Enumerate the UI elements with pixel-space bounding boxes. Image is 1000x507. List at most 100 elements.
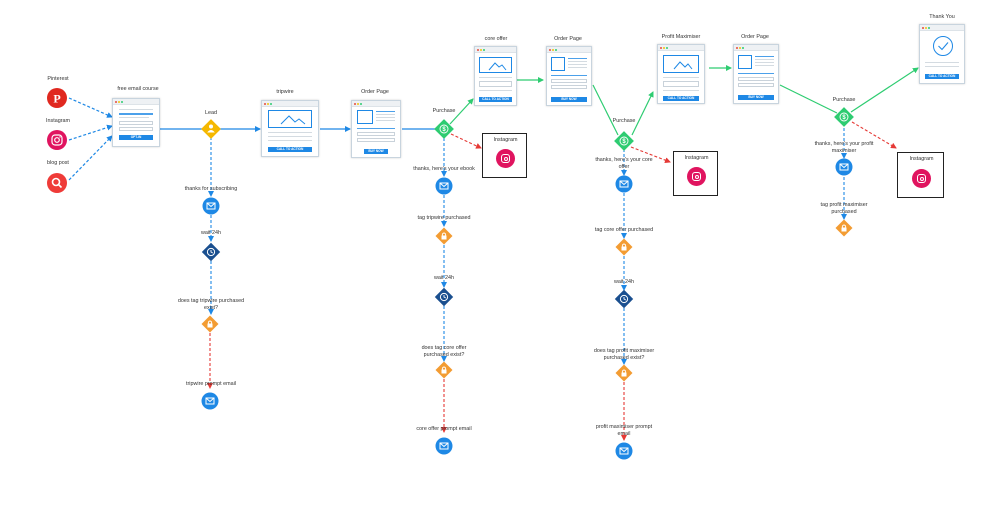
clock-icon: [439, 292, 449, 302]
p1-email-1-node[interactable]: [435, 177, 453, 195]
instagram-retarget-card-3[interactable]: Instagram: [897, 152, 944, 198]
retarget-edges: [207, 121, 897, 441]
envelope-icon: [439, 442, 449, 450]
order-page-3[interactable]: BUY NOW: [733, 44, 779, 104]
order-page-1[interactable]: BUY NOW: [351, 100, 401, 158]
pinterest-label: Pinterest: [47, 76, 69, 82]
lead-wait-label: wait 24h: [200, 230, 222, 236]
product-image-icon: [738, 55, 752, 69]
p1-condition-node[interactable]: [435, 361, 453, 379]
lead-wait-node[interactable]: [201, 242, 221, 262]
instagram-retarget-card-1[interactable]: Instagram: [482, 133, 527, 178]
order-page-3-title: Order Page: [741, 34, 769, 40]
core-offer-page[interactable]: CALL TO ACTION: [474, 46, 517, 106]
call-to-action-button[interactable]: CALL TO ACTION: [479, 97, 512, 102]
lock-icon: [621, 243, 627, 251]
p1-tag-node[interactable]: [435, 227, 453, 245]
instagram-retarget-label: Instagram: [684, 155, 709, 161]
p3-tag-label: tag profit maximiser purchased: [820, 202, 868, 215]
lead-node[interactable]: [201, 119, 221, 139]
p3-email-1-node[interactable]: [835, 158, 853, 176]
browser-bar: [113, 99, 159, 105]
order-page-1-title: Order Page: [361, 89, 389, 95]
instagram-icon: [687, 167, 706, 186]
sequence-edges: [208, 123, 847, 365]
dollar-icon: $: [842, 115, 846, 121]
person-icon: [207, 124, 215, 133]
browser-bar: [658, 45, 704, 51]
call-to-action-button[interactable]: CALL TO ACTION: [663, 96, 699, 101]
instagram-source[interactable]: [47, 130, 67, 150]
purchase-flow-edges: [449, 65, 919, 136]
envelope-icon: [206, 202, 216, 210]
opt-in-button[interactable]: OPT-IN: [119, 135, 153, 140]
tripwire-page[interactable]: CALL TO ACTION: [261, 100, 319, 157]
p1-email-2-node[interactable]: [435, 437, 453, 455]
instagram-retarget-label: Instagram: [909, 156, 934, 162]
thank-you-page[interactable]: CALL TO ACTION: [919, 24, 965, 84]
p1-wait-label: wait 24h: [433, 275, 455, 281]
envelope-icon: [839, 163, 849, 171]
image-placeholder-icon: [479, 57, 512, 73]
blog-post-source[interactable]: [47, 173, 67, 193]
instagram-icon: [51, 134, 63, 146]
browser-bar: [475, 47, 516, 53]
instagram-icon: [496, 149, 515, 168]
browser-bar: [547, 47, 591, 53]
p2-condition-node[interactable]: [615, 364, 633, 382]
clock-icon: [619, 294, 629, 304]
buy-now-button[interactable]: BUY NOW: [551, 97, 587, 102]
p1-tag-label: tag tripwire purchased: [417, 215, 471, 221]
clock-icon: [206, 247, 216, 257]
free-email-course-page[interactable]: OPT-IN: [112, 98, 160, 147]
p2-email-2-node[interactable]: [615, 442, 633, 460]
purchase-2-label: Purchase: [612, 118, 636, 124]
p3-tag-node[interactable]: [835, 219, 853, 237]
p2-email-2-label: profit maximiser prompt email: [595, 424, 653, 437]
lock-icon: [207, 320, 213, 328]
order-page-2[interactable]: BUY NOW: [546, 46, 592, 106]
lead-condition-label: does tag tripwire purchased exist?: [177, 298, 245, 311]
lock-icon: [621, 369, 627, 377]
p2-email-1-node[interactable]: [615, 175, 633, 193]
purchase-3-node[interactable]: $: [834, 107, 854, 127]
p2-wait-node[interactable]: [614, 289, 634, 309]
dollar-icon: $: [622, 139, 626, 145]
purchase-1-node[interactable]: $: [434, 119, 454, 139]
p2-tag-node[interactable]: [615, 238, 633, 256]
call-to-action-button[interactable]: CALL TO ACTION: [268, 147, 312, 152]
buy-now-button[interactable]: BUY NOW: [364, 149, 388, 154]
lead-label: Lead: [205, 110, 217, 116]
lead-email-1-node[interactable]: [202, 197, 220, 215]
instagram-retarget-card-2[interactable]: Instagram: [673, 151, 718, 196]
lead-email-2-node[interactable]: [201, 392, 219, 410]
product-image-icon: [551, 57, 565, 71]
purchase-3-label: Purchase: [832, 97, 856, 103]
lock-icon: [841, 224, 847, 232]
search-icon: [51, 177, 63, 189]
pinterest-source[interactable]: P: [47, 88, 67, 108]
buy-now-button[interactable]: BUY NOW: [738, 95, 774, 100]
dollar-icon: $: [442, 127, 446, 133]
browser-bar: [734, 45, 778, 51]
instagram-retarget-label: Instagram: [493, 137, 518, 143]
lead-email-2-label: tripwire prompt email: [185, 381, 237, 387]
free-email-course-title: free email course: [117, 86, 159, 92]
product-image-icon: [357, 110, 373, 124]
core-offer-title: core offer: [484, 36, 508, 42]
tripwire-title: tripwire: [276, 89, 294, 95]
profit-maximiser-page[interactable]: CALL TO ACTION: [657, 44, 705, 104]
lead-condition-node[interactable]: [201, 315, 219, 333]
browser-bar: [920, 25, 964, 31]
p2-email-1-label: thanks, here's your core offer: [595, 157, 653, 170]
lock-icon: [441, 232, 447, 240]
instagram-icon: [912, 169, 931, 188]
p2-condition-label: does tag profit maximiser purchased exis…: [593, 348, 655, 361]
p1-email-2-label: core offer prompt email: [416, 426, 472, 432]
p1-wait-node[interactable]: [434, 287, 454, 307]
lead-email-1-label: thanks for subscribing: [184, 186, 238, 192]
browser-bar: [262, 101, 318, 107]
call-to-action-button[interactable]: CALL TO ACTION: [925, 74, 959, 79]
thank-you-title: Thank You: [929, 14, 955, 20]
